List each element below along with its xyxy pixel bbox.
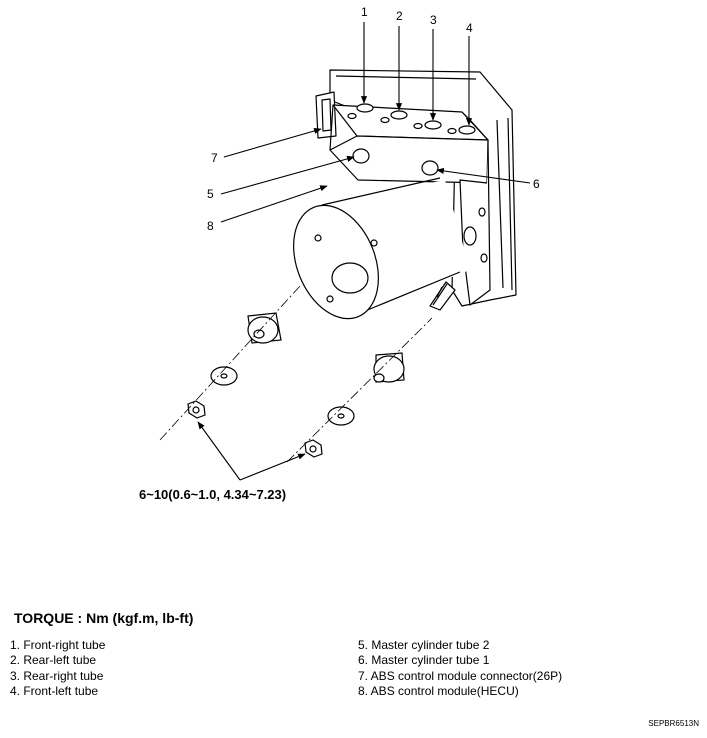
abs-hecu-exploded-diagram: 1 2 3 4 7 5 6 8: [159, 5, 540, 481]
legend-left-column: 1. Front-right tube 2. Rear-left tube 3.…: [10, 638, 105, 699]
legend-item: 5. Master cylinder tube 2: [358, 638, 490, 652]
callout-4: 4: [466, 21, 473, 35]
legend-item: 6. Master cylinder tube 1: [358, 653, 490, 668]
legend-item: 8. ABS control module(HECU): [358, 683, 519, 698]
figure-code: SEPBR6513N: [648, 719, 699, 728]
legend-right-column: 5. Master cylinder tube 2 6. Master cyli…: [358, 638, 562, 699]
callout-7: 7: [211, 151, 218, 165]
callout-5: 5: [207, 187, 214, 201]
callout-6: 6: [533, 177, 540, 191]
leader-lines: [197, 22, 531, 481]
abs-module-assembly: [293, 69, 517, 320]
callout-3: 3: [430, 13, 437, 27]
legend-item: 1. Front-right tube: [10, 638, 106, 652]
callout-8: 8: [207, 219, 214, 233]
callout-2: 2: [396, 9, 403, 23]
legend-item: 7. ABS control module connector(26P): [358, 668, 563, 683]
mounting-hardware: [159, 285, 433, 463]
legend-item: 3. Rear-right tube: [10, 668, 104, 683]
callout-1: 1: [361, 5, 368, 19]
legend-item: 4. Front-left tube: [10, 683, 99, 698]
nut-torque-spec: 6~10(0.6~1.0, 4.34~7.23): [139, 487, 287, 502]
legend-item: 2. Rear-left tube: [10, 653, 97, 668]
torque-title: TORQUE : Nm (kgf.m, lb-ft): [14, 610, 194, 626]
